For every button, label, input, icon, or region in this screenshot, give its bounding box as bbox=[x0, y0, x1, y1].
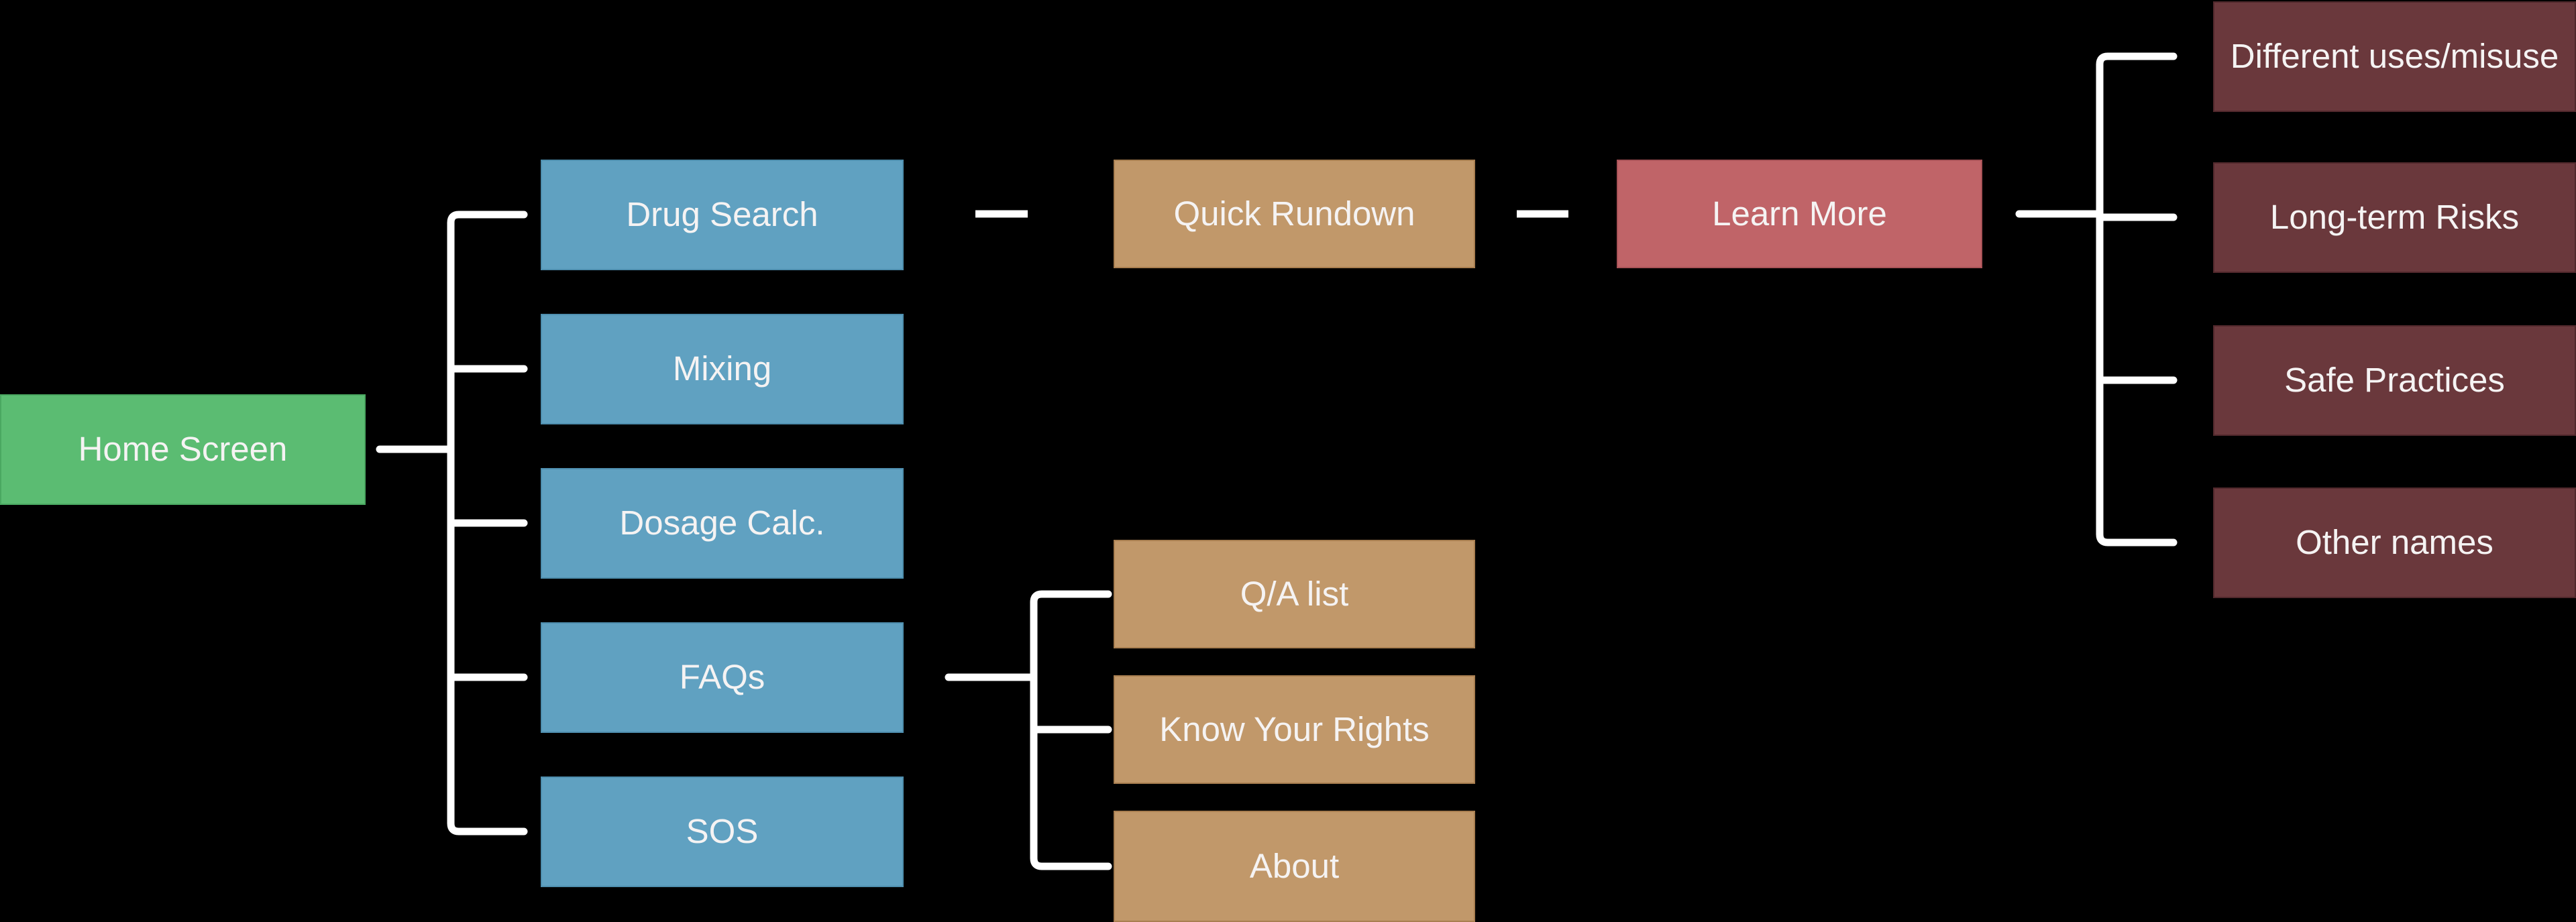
node-dosage-calc[interactable]: Dosage Calc. bbox=[541, 468, 904, 579]
node-label: Learn More bbox=[1712, 194, 1887, 233]
node-long-term-risks[interactable]: Long-term Risks bbox=[2213, 162, 2576, 273]
node-other-names[interactable]: Other names bbox=[2213, 487, 2576, 598]
node-label: SOS bbox=[686, 812, 759, 851]
node-label: Know Your Rights bbox=[1159, 709, 1430, 748]
node-drug-search[interactable]: Drug Search bbox=[541, 160, 904, 270]
node-label: Dosage Calc. bbox=[619, 504, 825, 542]
connector-menu-spine bbox=[447, 211, 528, 835]
node-label: Q/A list bbox=[1240, 574, 1349, 613]
node-know-your-rights[interactable]: Know Your Rights bbox=[1114, 675, 1475, 784]
node-about[interactable]: About bbox=[1114, 811, 1475, 922]
node-label: Long-term Risks bbox=[2269, 198, 2520, 237]
node-qa-list[interactable]: Q/A list bbox=[1114, 540, 1475, 648]
node-label: Drug Search bbox=[626, 195, 818, 234]
node-mixing[interactable]: Mixing bbox=[541, 314, 904, 424]
node-label: Mixing bbox=[672, 349, 772, 388]
node-learn-more[interactable]: Learn More bbox=[1617, 160, 1982, 268]
connector-learn-more-spine bbox=[2096, 52, 2178, 546]
node-sos[interactable]: SOS bbox=[541, 776, 904, 887]
node-label: Different uses/misuse bbox=[2230, 37, 2559, 76]
node-label: Other names bbox=[2296, 523, 2493, 562]
node-label: Home Screen bbox=[78, 430, 288, 469]
connector-faqs-spine bbox=[1030, 590, 1112, 870]
node-label: Safe Practices bbox=[2284, 361, 2505, 400]
node-label: About bbox=[1249, 846, 1340, 885]
node-safe-practices[interactable]: Safe Practices bbox=[2213, 325, 2576, 436]
node-label: FAQs bbox=[679, 658, 765, 697]
node-quick-rundown[interactable]: Quick Rundown bbox=[1114, 160, 1475, 268]
node-different-uses-misuse[interactable]: Different uses/misuse bbox=[2213, 1, 2576, 112]
node-label: Quick Rundown bbox=[1173, 194, 1415, 233]
node-faqs[interactable]: FAQs bbox=[541, 622, 904, 733]
node-home-screen[interactable]: Home Screen bbox=[0, 394, 366, 505]
